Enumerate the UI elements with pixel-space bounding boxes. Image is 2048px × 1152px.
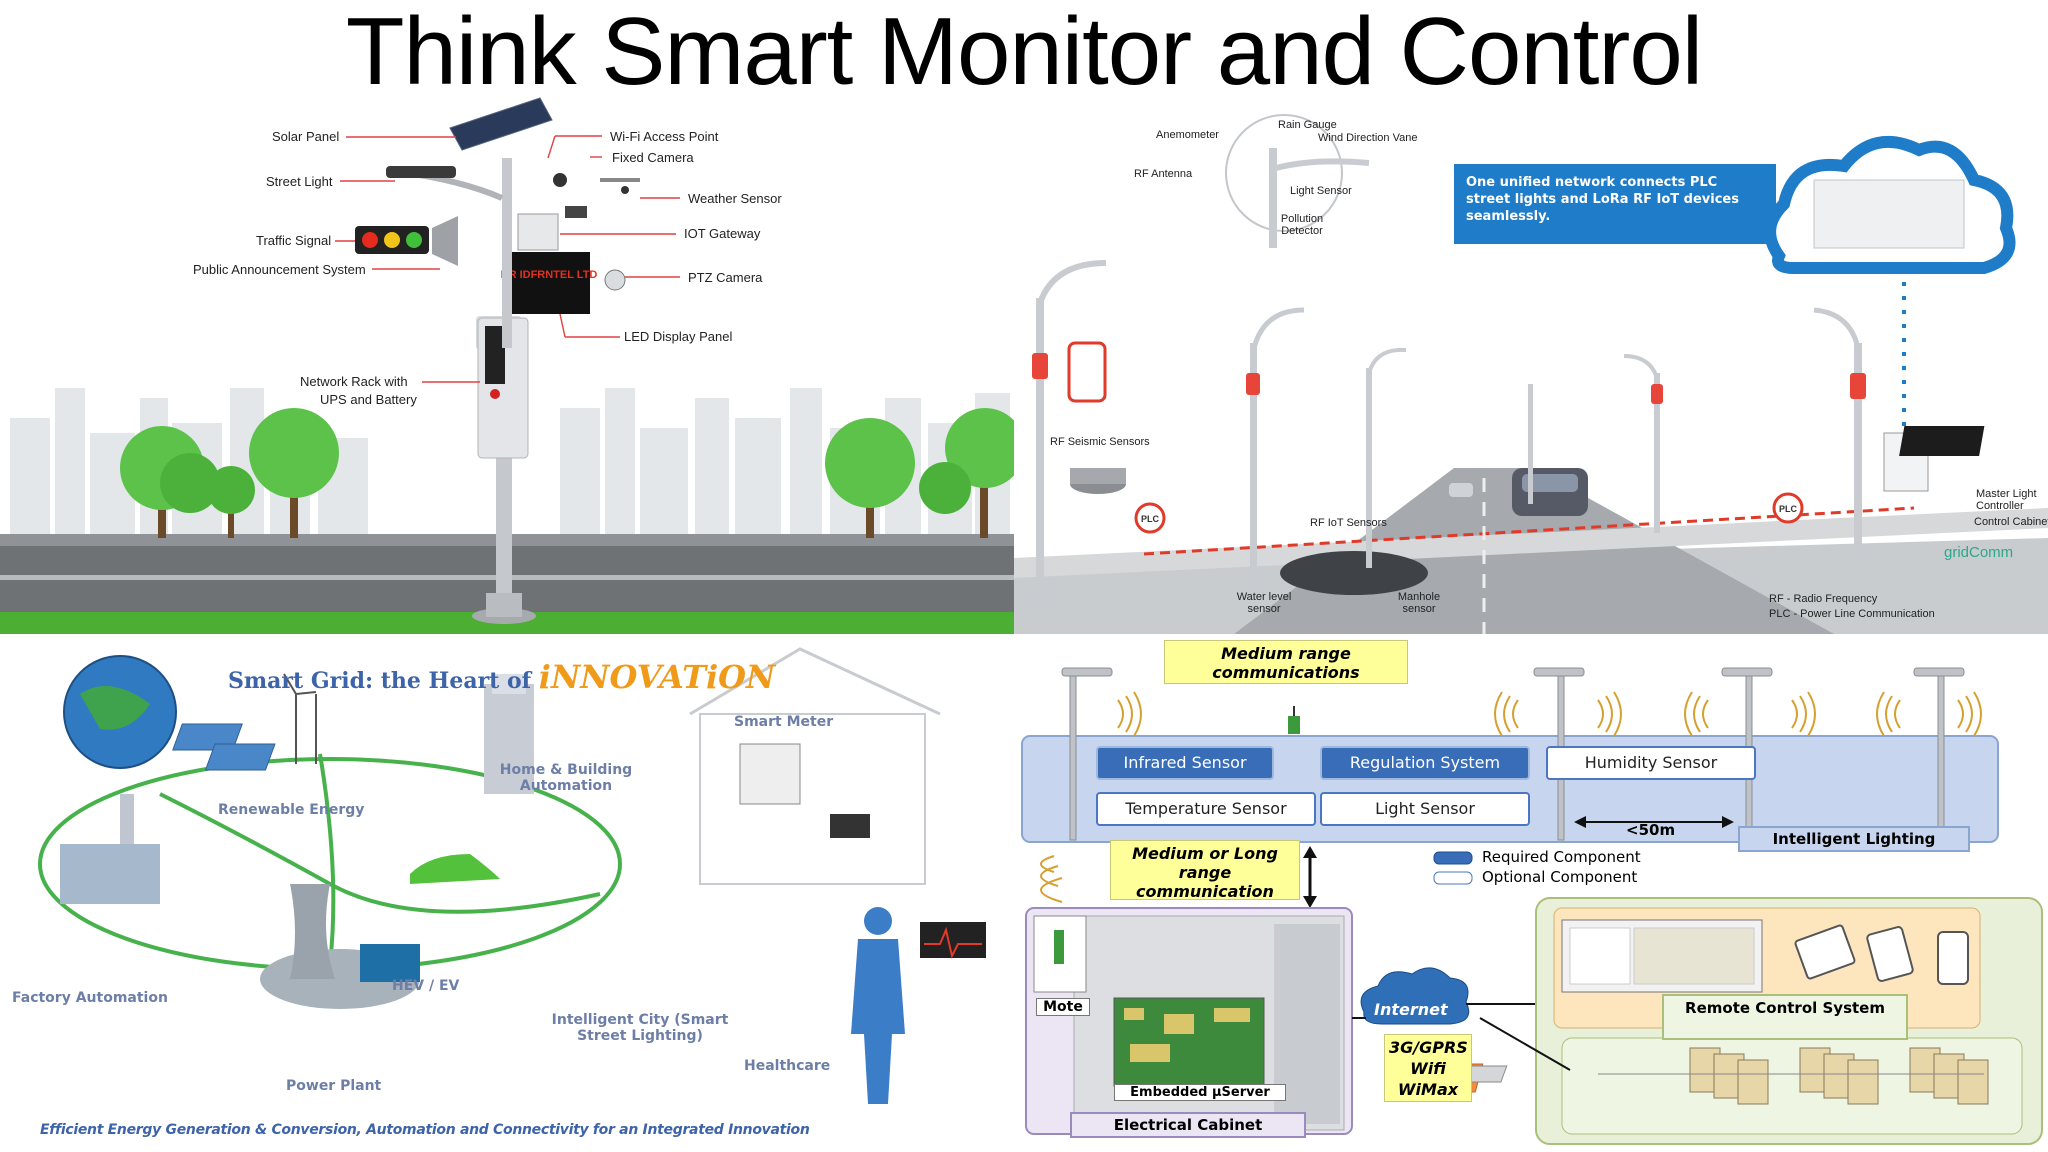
label-control-cabinet: Control Cabinet	[1974, 516, 2048, 528]
cloud-icon	[1764, 136, 2016, 274]
label-ups-battery: UPS and Battery	[320, 392, 417, 407]
label-rf-iot-sensors: RF IoT Sensors	[1310, 517, 1387, 529]
legend-optional: Optional Component	[1482, 868, 1638, 886]
label-solar-panel: Solar Panel	[272, 129, 340, 144]
humidity-sensor-box: Humidity Sensor	[1546, 746, 1756, 780]
label-public-announcement: Public Announcement System	[193, 262, 366, 277]
smart-pole-panel: BR IDFRNTEL LTD	[0, 88, 1014, 634]
smart-grid-illustration	[38, 647, 986, 1104]
intelligent-lighting-label: Intelligent Lighting	[1738, 826, 1970, 852]
smart-pole: BR IDFRNTEL LTD	[355, 97, 640, 624]
server-icons	[1689, 1047, 1989, 1105]
label-home-building: Home & Building Automation	[499, 762, 633, 794]
label-rf-seismic: RF Seismic Sensors	[1050, 436, 1150, 448]
internet-label: Internet	[1374, 1000, 1448, 1019]
mote-label: Mote	[1036, 998, 1090, 1016]
regulation-system-box: Regulation System	[1320, 746, 1530, 780]
network-callout-text: One unified network connects PLC street …	[1466, 175, 1739, 224]
label-manhole: Manhole sensor	[1397, 591, 1441, 615]
temperature-sensor-box: Temperature Sensor	[1096, 792, 1316, 826]
label-pollution-detector: Pollution Detector	[1280, 213, 1324, 237]
plc-badges: PLC PLC	[1134, 492, 1804, 534]
plc-badge-right: PLC	[1779, 504, 1798, 514]
network-types-text: 3G/GPRS Wifi WiMax	[1389, 1038, 1468, 1099]
label-master-light-controller: Master Light Controller	[1976, 488, 2037, 512]
label-smart-meter: Smart Meter	[734, 714, 834, 730]
remote-control-label: Remote Control System	[1662, 994, 1908, 1040]
legend-rf: RF - Radio Frequency	[1769, 593, 1878, 605]
tree-right-group	[825, 408, 1014, 538]
long-range-label: Medium or Long range communication	[1110, 840, 1300, 901]
network-callout-box: One unified network connects PLC street …	[1454, 164, 1776, 244]
iot-architecture-panel: Medium range communications Medium or Lo…	[1014, 634, 2048, 1152]
page-title: Think Smart Monitor and Control	[345, 0, 1703, 92]
tree-left-group	[120, 408, 339, 538]
label-factory-automation: Factory Automation	[12, 990, 168, 1006]
label-anemometer: Anemometer	[1156, 129, 1219, 141]
label-intelligent-city: Intelligent City (Smart Street Lighting)	[551, 1012, 729, 1044]
wireless-signal-icons	[1040, 691, 1982, 903]
label-water-level: Water level sensor	[1236, 591, 1292, 615]
client-devices	[1794, 924, 1969, 985]
network-types-label: 3G/GPRS Wifi WiMax	[1384, 1034, 1472, 1102]
light-sensor-box: Light Sensor	[1320, 792, 1530, 826]
label-power-plant: Power Plant	[286, 1078, 382, 1094]
label-rain-gauge: Rain Gauge	[1278, 119, 1337, 131]
street-network-panel: PLC PLC One unified network connects PLC…	[1014, 88, 2048, 634]
smart-grid-heading: Smart Grid: the Heart of iNNOVATiON	[228, 658, 775, 696]
label-led-display-panel: LED Display Panel	[624, 329, 733, 344]
label-ptz-camera: PTZ Camera	[688, 270, 763, 285]
label-street-light: Street Light	[266, 174, 333, 189]
led-display-text: BR IDFRNTEL LTD	[501, 269, 598, 281]
label-traffic-signal: Traffic Signal	[256, 233, 332, 248]
long-range-text: Medium or Long range communication	[1132, 844, 1278, 901]
label-iot-gateway: IOT Gateway	[684, 226, 761, 241]
smart-grid-panel: Smart Grid: the Heart of iNNOVATiON Smar…	[0, 634, 1014, 1152]
heading-innovation: iNNOVATiON	[538, 658, 776, 696]
label-fixed-camera: Fixed Camera	[612, 150, 694, 165]
legend-required: Required Component	[1482, 848, 1641, 866]
embedded-server-label: Embedded µServer	[1114, 1084, 1286, 1101]
infrared-sensor-box: Infrared Sensor	[1096, 746, 1274, 780]
smart-grid-footer: Efficient Energy Generation & Conversion…	[40, 1122, 810, 1138]
medium-range-label: Medium range communications	[1164, 640, 1408, 684]
electrical-cabinet-label: Electrical Cabinet	[1070, 1112, 1306, 1138]
label-light-sensor: Light Sensor	[1290, 185, 1352, 197]
label-rf-antenna: RF Antenna	[1134, 168, 1193, 180]
heading-prefix: Smart Grid: the Heart of	[228, 668, 539, 694]
medium-range-text: Medium range communications	[1212, 644, 1360, 682]
label-weather-sensor: Weather Sensor	[688, 191, 782, 206]
label-wind-vane: Wind Direction Vane	[1318, 132, 1418, 144]
legend-plc: PLC - Power Line Communication	[1769, 608, 1935, 620]
label-network-rack: Network Rack with	[300, 374, 408, 389]
label-gridcomm-logo: gridComm	[1944, 544, 2014, 561]
plc-badge-left: PLC	[1141, 514, 1160, 524]
callout-lines	[335, 135, 680, 383]
street-poles	[1036, 260, 1862, 618]
label-wifi-access-point: Wi-Fi Access Point	[610, 129, 719, 144]
label-hev-ev: HEV / EV	[392, 978, 460, 994]
distance-label: <50m	[1626, 821, 1676, 839]
label-healthcare: Healthcare	[744, 1058, 831, 1074]
label-renewable-energy: Renewable Energy	[218, 802, 365, 818]
smart-pole-illustration: BR IDFRNTEL LTD	[0, 88, 1014, 634]
human-body-icon	[851, 907, 905, 1104]
